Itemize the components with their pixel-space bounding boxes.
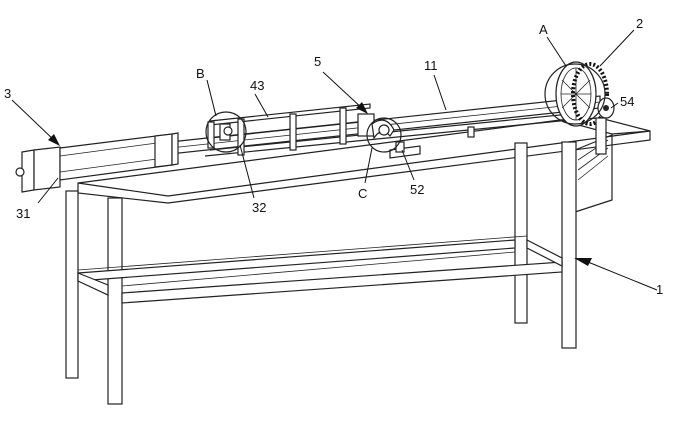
label-54: 54: [620, 94, 634, 109]
label-3: 3: [4, 86, 11, 101]
label-52: 52: [410, 182, 424, 197]
label-32: 32: [252, 200, 266, 215]
table-frame: [65, 117, 651, 405]
reference-labels: 1 2 3 5 11 31 32 43 52 54 A B C: [4, 16, 663, 297]
wheel-unit: [555, 61, 615, 155]
label-43: 43: [250, 78, 264, 93]
label-C: C: [358, 186, 367, 201]
label-B: B: [196, 66, 205, 81]
label-2: 2: [636, 16, 643, 31]
label-11: 11: [424, 58, 438, 73]
label-1: 1: [656, 282, 663, 297]
label-5: 5: [314, 54, 321, 69]
label-A: A: [539, 22, 548, 37]
leader-lines: [11, 29, 658, 291]
cylinder-assembly: [15, 132, 179, 193]
detail-circles: [205, 63, 606, 153]
clamp-unit: [357, 113, 421, 159]
carriage-43: [207, 103, 371, 156]
label-31: 31: [16, 206, 30, 221]
